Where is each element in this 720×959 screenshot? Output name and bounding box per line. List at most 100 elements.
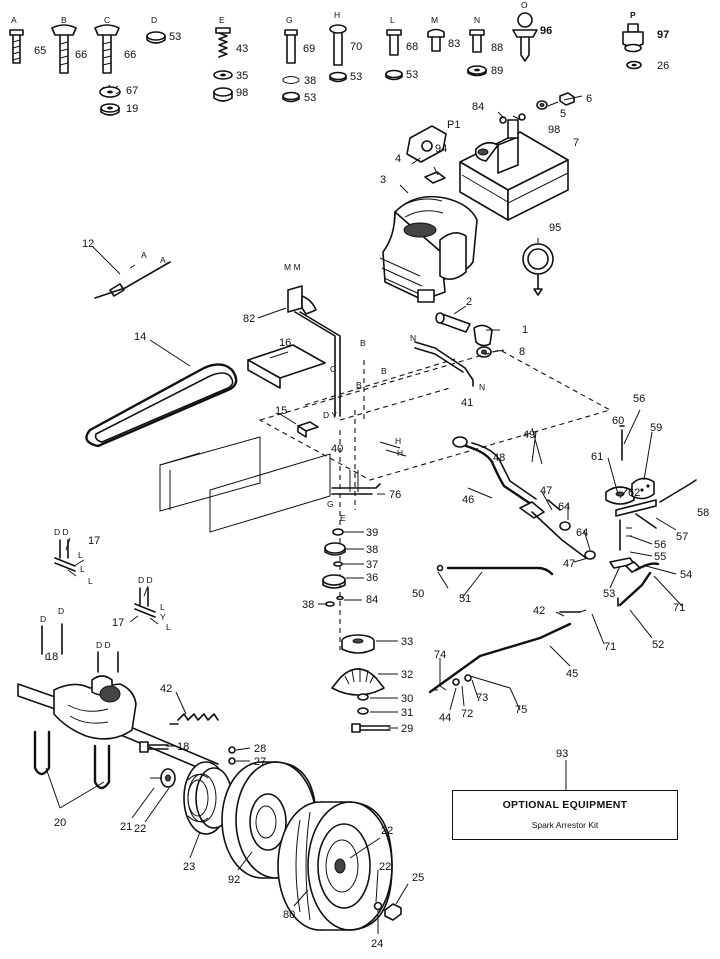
callout: 53 [406,69,418,81]
callout: 5 [560,108,566,120]
washer-35 [213,70,233,80]
callout: D [40,614,46,624]
callout: 94 [435,143,447,155]
linkage-76 [331,441,407,495]
callout: E [340,513,346,523]
bolt-group-17-b [134,587,159,625]
callout: 44 [439,712,451,724]
callout: 48 [493,452,505,464]
callout: 96 [540,25,552,37]
callout: G [327,499,334,509]
callout: 84 [366,594,378,606]
spring-42 [169,713,219,725]
callout: 27 [254,756,266,768]
callout: 12 [82,238,94,250]
bracket-16 [247,344,326,389]
callout: 47 [563,558,575,570]
rod-52 [617,571,652,607]
bolt-88 [469,29,485,53]
block-15 [297,421,319,438]
washer-84-top [499,116,507,124]
callout: 53 [603,588,615,600]
bracket-82 [287,285,341,417]
callout: 73 [476,692,488,704]
shift-bracket-46 [519,499,587,559]
callout: 65 [34,45,46,57]
callout: 8 [519,346,525,358]
callout: H [395,436,401,446]
callout: D D [138,575,153,585]
callout: A [141,250,147,260]
callout: 16 [279,337,291,349]
callout: 24 [371,938,383,950]
callout: E [219,15,225,25]
callout: 7 [573,137,579,149]
bolt-69 [284,29,298,64]
callout: 95 [549,222,561,234]
frame-outline [159,349,612,533]
washers-27-28 [228,746,236,765]
nut-53-g [282,91,300,103]
screw-66-b [51,24,77,74]
callout: L [390,15,395,25]
callout: 22 [381,825,393,837]
callout: D [58,606,64,616]
callout: B [61,15,67,25]
callout: 15 [275,405,287,417]
callout: 38 [366,544,378,556]
callout: 66 [75,49,87,61]
cable-12 [94,261,171,299]
shift-rod-41 [414,341,474,387]
rod-45 [428,609,587,694]
callout: 71 [673,602,685,614]
callout: 39 [366,527,378,539]
callout: 43 [236,43,248,55]
muffler-group [406,92,575,221]
callout: 92 [228,874,240,886]
nut-89 [467,65,487,77]
callout: 18 [177,741,189,753]
callout: H [397,448,403,458]
callout: 70 [350,41,362,53]
callout: 55 [654,551,666,563]
bolt-18 [139,741,169,753]
callout: 50 [412,588,424,600]
callout: 54 [680,569,692,581]
callout: M [431,15,438,25]
callout: 35 [236,70,248,82]
callout: P1 [447,119,460,131]
callout: 2 [466,296,472,308]
callout: 89 [491,65,503,77]
callout: 17 [112,617,124,629]
callout: 74 [434,649,446,661]
callout: 22 [379,861,391,873]
spring-43 [215,27,231,58]
callout-labels: A 65 B 66 C 66 D 53 67 19 E 43 35 98 G 6… [11,0,709,950]
nut-98-e [213,87,233,102]
engine-3 [379,195,478,303]
callout: 20 [54,817,66,829]
callout: 61 [591,451,603,463]
callout: L [160,602,165,612]
callout: 19 [126,103,138,115]
nut-19 [100,103,120,116]
callout: D D [54,527,69,537]
callout: 64 [558,501,570,513]
callout: 42 [533,605,545,617]
bolt-83 [427,28,445,52]
nut-64-a [559,521,571,531]
callout: O [521,0,528,10]
callout: L [166,622,171,632]
screw-96 [512,12,538,62]
callout: 67 [126,85,138,97]
washer-38 [282,76,300,84]
bolt-group-17-a [54,539,77,577]
callout: 66 [124,49,136,61]
callout: 64 [576,527,588,539]
stud-97 [622,23,644,53]
spring-58 [659,479,697,503]
rod-51 [436,564,554,576]
callout: 40 [331,443,343,455]
callout: 51 [459,593,471,605]
